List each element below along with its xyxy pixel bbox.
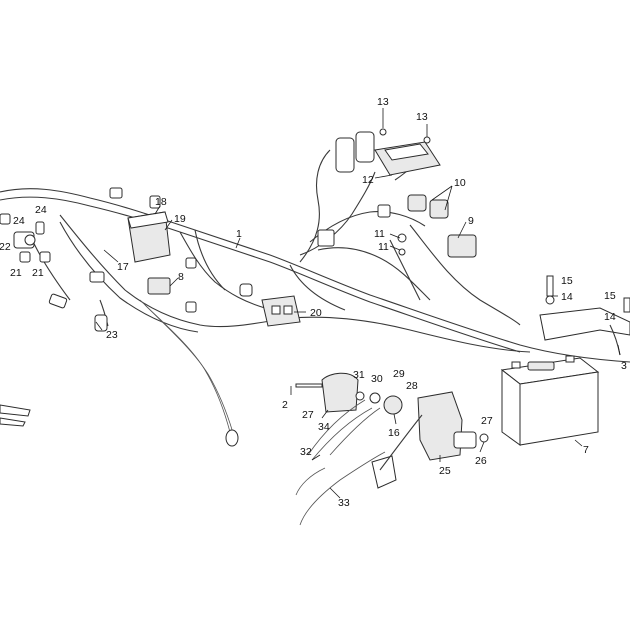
- main-wiring-harness: [0, 147, 630, 441]
- callout-19: 19: [174, 213, 186, 225]
- switch-20: [239, 283, 301, 327]
- callout-21-right: 21: [32, 267, 44, 279]
- relay-group-9-10: [317, 194, 477, 258]
- callout-22: 22: [0, 241, 11, 253]
- callout-31: 31: [353, 369, 365, 381]
- callout-21-left: 21: [10, 267, 22, 279]
- callout-16: 16: [388, 427, 400, 439]
- callout-2: 2: [282, 399, 288, 411]
- callout-18: 18: [155, 196, 167, 208]
- callout-1: 1: [236, 228, 242, 240]
- battery-bracket-3: [539, 275, 630, 356]
- callout-15-left: 15: [561, 275, 573, 287]
- callout-27-right: 27: [481, 415, 493, 427]
- callout-27-left: 27: [302, 409, 314, 421]
- regulator-12: [335, 108, 441, 176]
- callout-12: 12: [362, 174, 374, 186]
- ecu-module-18: [127, 195, 171, 263]
- callout-13-right: 13: [416, 111, 428, 123]
- sensor-23: [225, 429, 239, 447]
- callout-labels: 13 13 12 10 9 11 11 18 19 1 24 24 22 21 …: [0, 96, 627, 509]
- callout-24-right: 24: [35, 204, 47, 216]
- callout-17: 17: [117, 261, 129, 273]
- callout-28: 28: [406, 380, 418, 392]
- callout-14-left: 14: [561, 291, 573, 303]
- leader-lines: [95, 174, 621, 499]
- callout-26: 26: [475, 455, 487, 467]
- callout-29: 29: [393, 368, 405, 380]
- callout-14-right: 14: [604, 311, 616, 323]
- callout-3: 3: [621, 360, 627, 372]
- callout-32: 32: [300, 446, 312, 458]
- callout-11-upper: 11: [374, 228, 385, 240]
- callout-11-lower: 11: [378, 241, 389, 253]
- battery-7: [500, 355, 600, 446]
- callout-34: 34: [318, 421, 330, 433]
- throttle-assembly: [295, 372, 489, 526]
- callout-13-left: 13: [377, 96, 389, 108]
- callout-10: 10: [454, 177, 466, 189]
- callout-23: 23: [106, 329, 118, 341]
- callout-15-right: 15: [604, 290, 616, 302]
- callout-24-left: 24: [13, 215, 25, 227]
- callout-7: 7: [583, 444, 589, 456]
- callout-9: 9: [468, 215, 474, 227]
- left-connectors: [0, 187, 123, 427]
- callout-20: 20: [310, 307, 322, 319]
- callout-8: 8: [178, 271, 184, 283]
- callout-25: 25: [439, 465, 451, 477]
- callout-30: 30: [371, 373, 383, 385]
- module-8: [147, 257, 197, 313]
- callout-33: 33: [338, 497, 350, 509]
